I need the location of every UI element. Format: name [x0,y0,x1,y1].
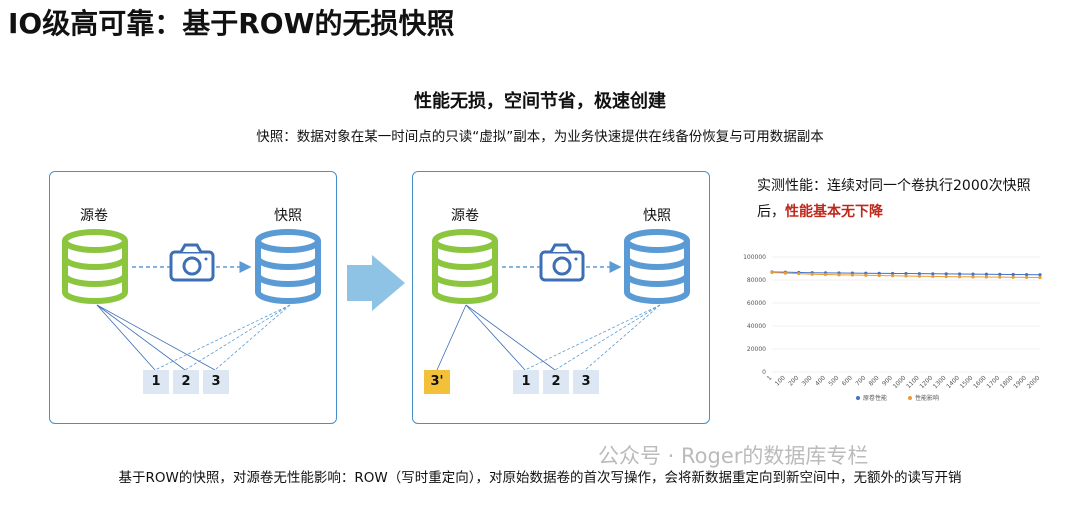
chart-y-tick-label: 0 [762,369,766,376]
chart-point [1011,272,1015,277]
chart-x-tick-label: 1200 [918,374,934,390]
chart-y-tick-label: 40000 [747,323,766,330]
chart-y-tick-label: 100000 [743,254,766,261]
chart-point [984,272,989,276]
chart-x-tick-label: 1300 [932,374,948,390]
chart-x-tick-label: 600 [841,374,854,387]
chart-point [904,271,908,276]
performance-note: 实测性能：连续对同一个卷执行2000次快照 后，性能基本无下降 [757,173,1057,225]
data-block: 1 [513,370,539,394]
chart-x-tick-label: 1900 [1012,374,1028,390]
chart-x-tick-label: 1800 [999,374,1015,390]
watermark: 公众号 · Roger的数据库专栏 [598,444,869,468]
chart-point [797,272,801,276]
data-block: 3 [573,370,599,394]
source-volume-label: 源卷 [80,208,108,224]
data-block: 2 [173,370,199,394]
camera-icon [539,243,585,282]
snapshot-label: 快照 [274,208,302,224]
data-block: 2 [543,370,569,394]
chart-point [1025,272,1029,277]
chart-y-tick-label: 60000 [747,300,766,307]
chart-x-tick-label: 1000 [892,374,908,390]
chart-legend-marker [856,396,860,400]
chart-x-tick-label: 400 [814,374,827,387]
footer-text: 基于ROW的快照，对源卷无性能影响：ROW（写时重定向），对原始数据卷的首次写操… [118,470,962,486]
chart-point [958,272,962,276]
chart-x-tick-label: 700 [854,374,867,387]
chart-point [998,275,1002,279]
chart-point [944,275,948,279]
page-subtitle: 性能无损，空间节省，极速创建 [414,91,666,112]
performance-line-2-prefix: 后， [757,204,785,220]
chart-legend-marker [908,396,912,400]
chart-point [1038,275,1042,280]
chart-x-tick-label: 500 [827,374,840,387]
panel-before [49,171,337,424]
chart-x-tick-label: 1 [766,374,774,382]
chart-point [1011,275,1015,279]
snapshot-block-links [154,304,291,371]
snapshot-database-icon [624,229,690,304]
chart-point [891,274,895,278]
chart-x-tick-label: 100 [774,374,787,387]
chart-x-tick-label: 1600 [972,374,988,390]
chart-x-tick-label: 2000 [1026,374,1042,390]
chart-point [850,273,855,277]
snapshot-description: 快照：数据对象在某一时间点的只读“虚拟”副本，为业务快速提供在线备份恢复与可用数… [256,129,824,145]
snapshot-block-links [524,304,661,371]
chart-point [984,275,989,279]
chart-point [998,272,1002,276]
chart-point [917,274,922,278]
chart-x-tick-label: 1400 [945,374,961,390]
chart-point [891,271,895,276]
chart-point [971,275,975,279]
chart-y-tick-label: 80000 [747,277,766,284]
data-block: 3 [203,370,229,394]
chart-x-tick-label: 1500 [959,374,975,390]
panel-after [412,171,710,424]
chart-point [864,273,868,277]
snapshot-database-icon [255,229,321,304]
chart-point [958,275,962,279]
performance-line-1: 实测性能：连续对同一个卷执行2000次快照 [757,178,1031,194]
chart-y-tick-label: 20000 [747,346,766,353]
chart-x-tick-label: 300 [801,374,814,387]
snapshot-label: 快照 [643,208,671,224]
chart-x-tick-label: 800 [868,374,881,387]
chart-point [810,272,814,276]
source-volume-label: 源卷 [451,208,479,224]
chart-point [783,271,788,275]
chart-point [877,273,881,278]
camera-icon [169,243,215,282]
chart-x-tick-label: 200 [787,374,800,387]
chart-point [917,272,922,276]
source-database-icon [432,229,498,304]
transition-arrow [347,255,405,311]
chart-x-tick-label: 1700 [985,374,1001,390]
source-database-icon [62,229,128,304]
chart-point [904,274,908,278]
chart-x-tick-label: 1100 [905,374,921,390]
chart-point [944,272,948,276]
performance-highlight: 性能基本无下降 [785,204,883,220]
chart-legend-label: 性能影响 [915,394,939,402]
chart-point [837,273,841,277]
data-block: 1 [143,370,169,394]
chart-point [770,270,774,275]
chart-point [971,272,975,276]
chart-point [931,274,935,279]
new-data-block: 3' [424,370,450,394]
chart-point [1038,273,1042,277]
source-block-links [96,304,216,371]
page-title: IO级高可靠：基于ROW的无损快照 [8,7,455,40]
chart-point [1025,275,1029,279]
chart-legend-label: 原卷性能 [863,394,887,402]
chart-point [931,272,935,276]
source-block-links [436,304,556,371]
chart-point [824,272,828,277]
